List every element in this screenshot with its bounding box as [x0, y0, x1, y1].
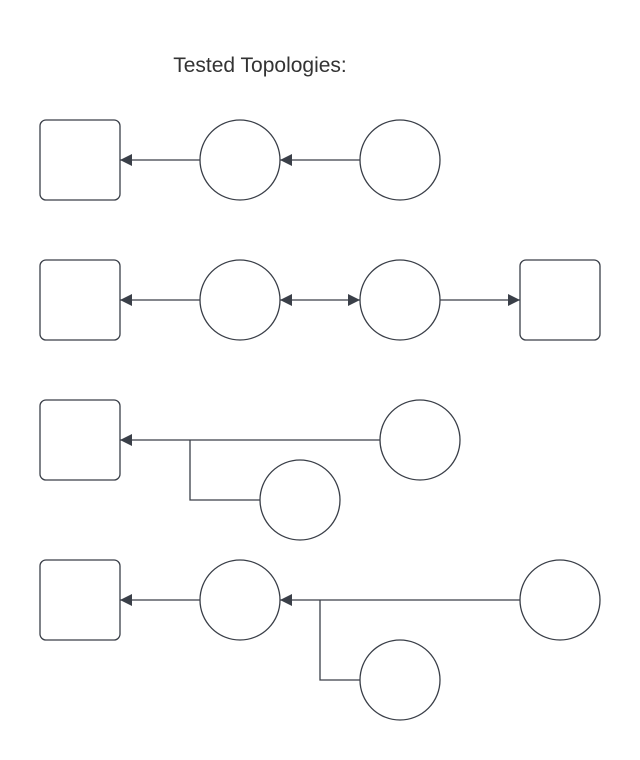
- square-node: [519, 259, 601, 341]
- square-node: [39, 259, 121, 341]
- circle-node: [359, 259, 441, 341]
- topology-2: [39, 259, 601, 341]
- edge-elbow-connector: [189, 440, 260, 501]
- topology-1: [39, 119, 441, 201]
- square-node: [39, 559, 121, 641]
- circle-node: [359, 119, 441, 201]
- topology-3: [39, 399, 461, 541]
- topology-4: [39, 559, 601, 721]
- circle-node: [379, 399, 461, 481]
- circle-node: [259, 459, 341, 541]
- square-node: [39, 399, 121, 481]
- edge-elbow-connector: [319, 600, 360, 681]
- circle-node: [199, 259, 281, 341]
- circle-node: [359, 639, 441, 721]
- diagram-title: Tested Topologies:: [173, 54, 347, 77]
- circle-node: [199, 119, 281, 201]
- circle-node: [519, 559, 601, 641]
- circle-node: [199, 559, 281, 641]
- square-node: [39, 119, 121, 201]
